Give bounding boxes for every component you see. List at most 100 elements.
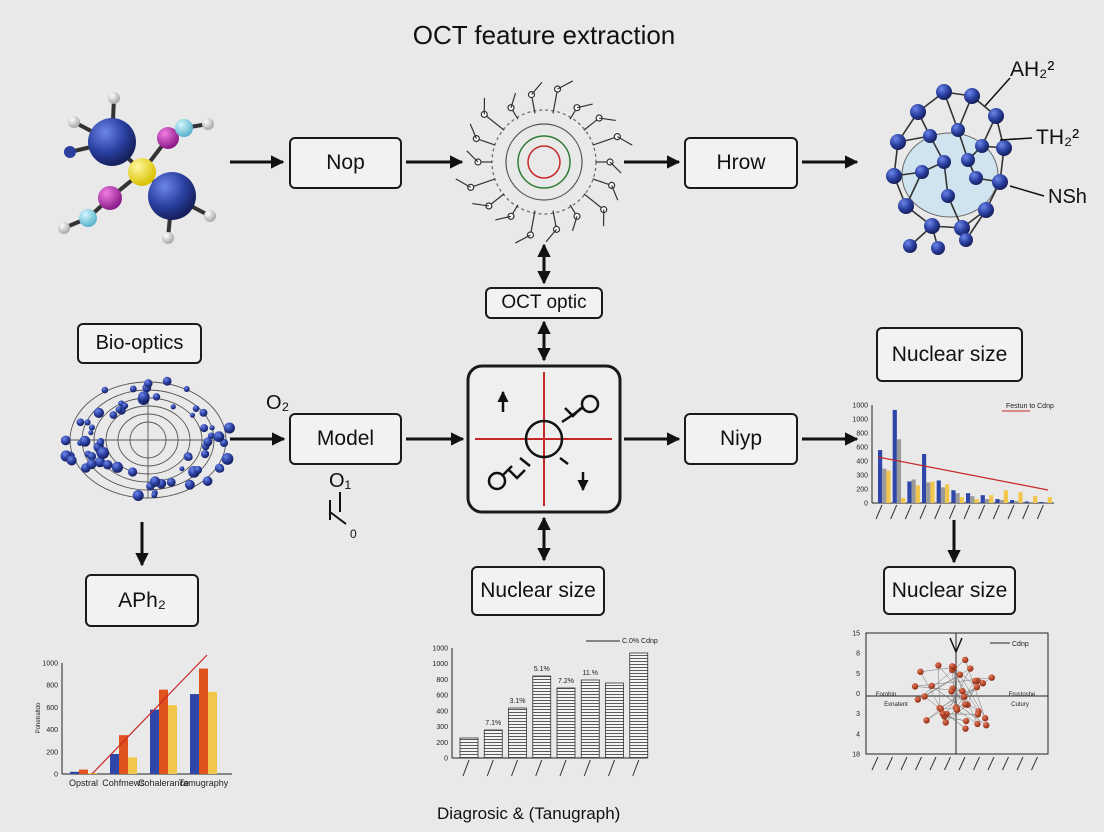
chart4-legend: Cdnp [1012, 641, 1029, 648]
chart3-category-tick [890, 504, 898, 520]
chart3-bar [1014, 501, 1019, 503]
network-graph [455, 80, 633, 244]
chart4-edge [946, 668, 971, 715]
o-sub-label: 0 [350, 527, 357, 541]
chart2-category-tick [486, 759, 494, 777]
chart1-bar [79, 769, 88, 774]
niyp-box: Niyp [684, 413, 798, 465]
chart4-category-tick [1031, 756, 1038, 771]
chart4-point [962, 725, 969, 732]
chart4-tick-label: 15 [852, 631, 860, 638]
chart4-point [973, 683, 981, 691]
bio-optics-sphere [60, 376, 235, 502]
chart4-point [917, 668, 924, 675]
chart2-category-tick [511, 759, 518, 777]
chart2-data-label: 7.1% [485, 720, 501, 727]
chart4-point [948, 688, 955, 695]
ah2-label: AH₂² [1010, 58, 1055, 81]
chart4-edge [945, 680, 976, 723]
nuclear-size-center-box: Nuclear size [471, 566, 605, 616]
chart3-category-tick [963, 504, 971, 520]
chart3-tick-label: 1000 [852, 417, 868, 424]
chart1-tick-label: 800 [46, 683, 58, 690]
chart4-point [960, 693, 968, 700]
chart1-trend-line [91, 654, 208, 775]
chart4-point [974, 711, 982, 718]
chart4-point [937, 705, 944, 713]
hrow-box: Hrow [684, 137, 798, 189]
chart4-edge [920, 667, 954, 672]
chart3-bar [989, 495, 994, 503]
chart3-bar [995, 499, 1000, 503]
chart3-bar [959, 497, 964, 503]
chart1-bar [208, 691, 217, 774]
chart2-bar [580, 679, 600, 759]
chart2-legend: C.0% Cdnp [622, 638, 658, 645]
chart3-bar [922, 454, 927, 503]
chart4-edge [938, 665, 940, 709]
chart2-tick-label: 800 [436, 677, 448, 684]
chart4-tick-label: 5 [856, 671, 860, 678]
bio-optics-box: Bio-optics [77, 323, 202, 364]
chart3-bar [966, 493, 971, 503]
chart3-bar [896, 439, 902, 503]
chart3-category-tick [992, 504, 1000, 520]
molecule-illustration [58, 92, 216, 244]
chart3-category-tick [1036, 504, 1044, 520]
chart4-point [948, 663, 956, 670]
chart2-bar [483, 729, 503, 759]
chart2-bar [605, 682, 624, 759]
chart4-edge [926, 690, 963, 721]
chart2-tick-label: 300 [436, 724, 448, 731]
chart4-point [962, 656, 969, 664]
chart1-category-label: Cohalerance [138, 778, 189, 788]
chart1-category-label: Cohfmews [102, 778, 145, 788]
chart4-point [935, 662, 942, 669]
chart2-bar [532, 675, 552, 759]
chart2-tick-label: 200 [436, 740, 448, 747]
chart3-bar [892, 409, 897, 503]
chart1-tick-label: 1000 [42, 661, 58, 668]
chart2-data-label: 5.1% [534, 666, 550, 673]
oct-optic-box: OCT optic [485, 287, 603, 319]
chart4-edge [920, 671, 942, 709]
chart1-tick-label: 600 [46, 705, 58, 712]
chart3-bar [1018, 492, 1023, 503]
chart4-category-tick [987, 756, 995, 771]
chart3-bar [926, 482, 931, 503]
chart3-tick-label: 1000 [852, 403, 868, 410]
chart4-point [961, 701, 969, 708]
chart1-bar [119, 735, 128, 774]
chart3-bar [936, 480, 941, 503]
chart3-bar [911, 479, 916, 503]
chart2-category-tick [559, 759, 567, 777]
chart2-bar [556, 687, 576, 759]
chart4-point [911, 683, 919, 690]
chart1-bar [190, 694, 199, 774]
chart4-point [956, 671, 964, 678]
chart3-bar [974, 499, 979, 503]
chart4-edge [952, 688, 966, 705]
chart3-category-tick [948, 504, 956, 520]
page-title: OCT feature extraction [412, 20, 676, 50]
chart1-tick-label: 0 [54, 772, 58, 779]
chart3-bar [1039, 502, 1044, 503]
o1-squiggle [329, 492, 347, 525]
chart2-data-label: 7.2% [558, 678, 574, 685]
chart4-edge [944, 716, 967, 722]
chart2-category-tick [535, 759, 543, 777]
chart3-bar [878, 450, 883, 503]
chart4-point [959, 687, 966, 695]
nop-box: Nop [289, 137, 402, 189]
chart4-point [962, 717, 970, 725]
chart4-frame [865, 632, 1049, 755]
chart2-tick-label: 400 [436, 708, 448, 715]
chart3-bar [970, 496, 975, 503]
chart1-bar [128, 757, 137, 774]
chart4-point [981, 715, 989, 722]
chart4-tick-label: 0 [856, 691, 860, 698]
chart3-tick-label: 200 [856, 487, 868, 494]
chart4-right-label: Frustoshe [1009, 692, 1036, 698]
